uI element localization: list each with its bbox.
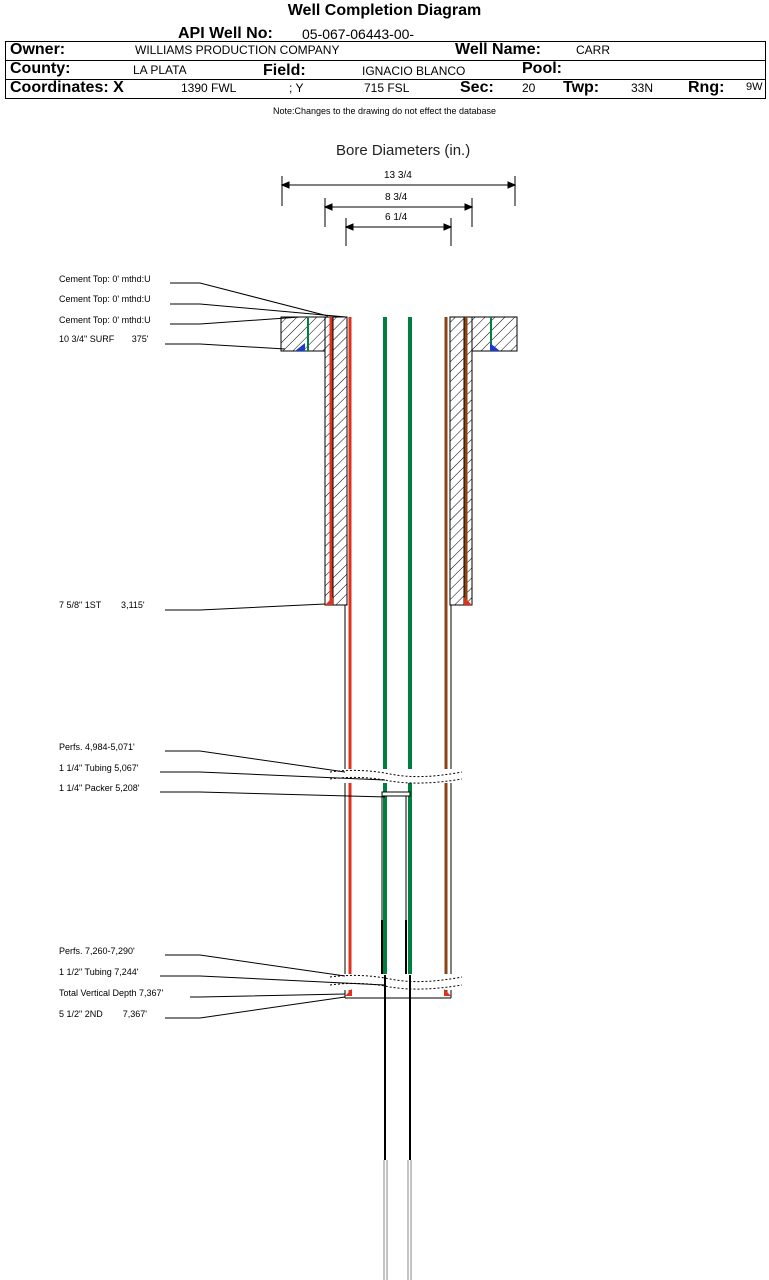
- coordinates-label: Coordinates: X: [10, 79, 124, 96]
- well-name-value: CARR: [576, 43, 611, 57]
- cement-top-label-3: Cement Top: 0' mthd:U: [59, 315, 151, 325]
- township-label: Twp:: [563, 79, 600, 96]
- api-well-label: API Well No:: [178, 25, 273, 42]
- owner-label: Owner:: [10, 41, 66, 58]
- well-name-label: Well Name:: [455, 41, 541, 58]
- county-value: LA PLATA: [133, 63, 187, 77]
- database-note: Note:Changes to the drawing do not effec…: [273, 106, 496, 116]
- perforation-zone-lower: [328, 974, 465, 990]
- header-row-coordinates: [5, 79, 766, 99]
- coordinates-x-value: 1390 FWL: [181, 81, 237, 95]
- range-value: 9W: [746, 81, 763, 93]
- pool-label: Pool:: [522, 60, 562, 77]
- page-title: Well Completion Diagram: [287, 2, 482, 19]
- perfs-label-2: Perfs. 7,260-7,290': [59, 946, 135, 956]
- section-value: 20: [522, 81, 536, 95]
- surface-casing-left: [280, 316, 348, 606]
- perforation-zone-upper: [328, 769, 465, 784]
- api-well-value: 05-067-06443-00-: [302, 26, 415, 42]
- leader-lines: [160, 282, 386, 1019]
- second-shoe-right: [444, 989, 451, 996]
- surface-shoe-left: [295, 343, 305, 351]
- surface-casing-label: 10 3/4" SURF 375': [59, 334, 149, 344]
- field-value: IGNACIO BLANCO: [362, 64, 466, 78]
- first-shoe-left: [325, 597, 333, 605]
- county-label: County:: [10, 60, 71, 77]
- perfs-label-1: Perfs. 4,984-5,071': [59, 742, 135, 752]
- bore-diameter-1: 13 3/4: [384, 170, 412, 181]
- bore-dimension-13-3-4: [280, 176, 517, 206]
- range-label: Rng:: [688, 79, 725, 96]
- first-casing-label: 7 5/8" 1ST 3,115': [59, 600, 145, 610]
- section-label: Sec:: [460, 79, 494, 96]
- tubing-label-1: 1 1/4" Tubing 5,067': [59, 763, 139, 773]
- surface-casing-right: [449, 316, 518, 606]
- total-depth-label: Total Vertical Depth 7,367': [59, 988, 164, 998]
- bore-dimension-8-3-4: [323, 198, 474, 227]
- second-casing-label: 5 1/2" 2ND 7,367': [59, 1009, 147, 1019]
- tail-pipe: [383, 975, 412, 1280]
- coordinates-y-value: 715 FSL: [364, 81, 410, 95]
- bore-dimension-6-1-4: [344, 218, 453, 246]
- field-label: Field:: [263, 62, 306, 79]
- cement-top-label-1: Cement Top: 0' mthd:U: [59, 274, 151, 284]
- bore-diameter-3: 6 1/4: [385, 212, 408, 223]
- header-row-owner: [5, 41, 766, 61]
- bore-diameters-heading: Bore Diameters (in.): [336, 142, 471, 159]
- cement-top-label-2: Cement Top: 0' mthd:U: [59, 294, 151, 304]
- coordinates-y-label: ; Y: [289, 81, 304, 95]
- first-shoe-right: [464, 597, 472, 605]
- packer: [381, 791, 411, 797]
- owner-value: WILLIAMS PRODUCTION COMPANY: [135, 43, 340, 57]
- bore-diameter-2: 8 3/4: [385, 192, 408, 203]
- township-value: 33N: [631, 81, 654, 95]
- header-row-county: [5, 60, 766, 80]
- surface-shoe-right: [490, 343, 500, 351]
- second-shoe-left: [345, 989, 352, 996]
- tubing-label-2: 1 1/2" Tubing 7,244': [59, 967, 139, 977]
- packer-label: 1 1/4" Packer 5,208': [59, 783, 140, 793]
